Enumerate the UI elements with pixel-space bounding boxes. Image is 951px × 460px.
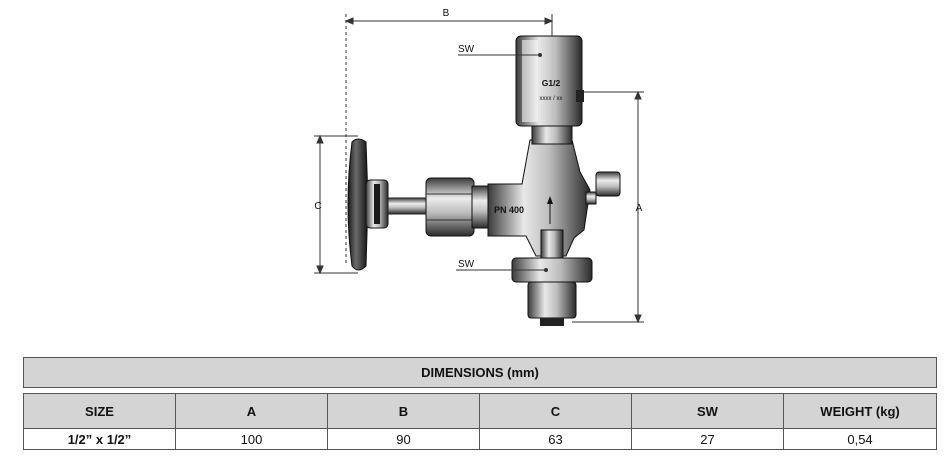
- dimension-a: [572, 90, 644, 324]
- bottom-connection-nut: [511, 257, 593, 326]
- cell-a: 100: [175, 428, 328, 450]
- sw-bottom-label: SW: [458, 259, 475, 270]
- sw-top-leader: [458, 53, 542, 57]
- column-header-b: B: [327, 393, 480, 429]
- spindle-hex-nut: [425, 177, 491, 237]
- column-header-size: SIZE: [23, 393, 176, 429]
- column-header-c: C: [479, 393, 632, 429]
- sw-bottom-leader: [456, 268, 548, 272]
- table-header-row: SIZE A B C SW WEIGHT (kg): [23, 393, 938, 429]
- cell-weight: 0,54: [782, 428, 938, 450]
- column-header-weight: WEIGHT (kg): [782, 393, 938, 429]
- valve-technical-drawing: B C A PN 400: [314, 8, 644, 326]
- column-header-sw: SW: [631, 393, 784, 429]
- table-title: DIMENSIONS (mm): [22, 357, 938, 388]
- dimension-b: [344, 14, 554, 265]
- cell-sw: 27: [631, 428, 784, 450]
- vent-plug: [585, 171, 621, 205]
- cell-b: 90: [327, 428, 480, 450]
- handwheel: [347, 138, 389, 271]
- dim-c-label: C: [314, 201, 321, 212]
- dimension-c: [314, 134, 358, 275]
- cell-size: 1/2” x 1/2”: [23, 428, 176, 450]
- dimensions-table: DIMENSIONS (mm) SIZE A B C SW WEIGHT (kg…: [22, 357, 938, 450]
- thread-label: G1/2: [542, 78, 561, 88]
- spindle: [387, 197, 429, 215]
- sw-top-label: SW: [458, 44, 475, 55]
- pressure-rating-label: PN 400: [494, 205, 524, 215]
- dim-a-label: A: [636, 203, 643, 214]
- marking-label: xxxx / xx: [539, 96, 562, 102]
- top-connection-nut: [515, 35, 584, 127]
- cell-c: 63: [479, 428, 632, 450]
- dim-b-label: B: [443, 8, 450, 19]
- column-header-a: A: [175, 393, 328, 429]
- table-row: 1/2” x 1/2” 100 90 63 27 0,54: [23, 428, 938, 450]
- valve-body: [487, 123, 591, 263]
